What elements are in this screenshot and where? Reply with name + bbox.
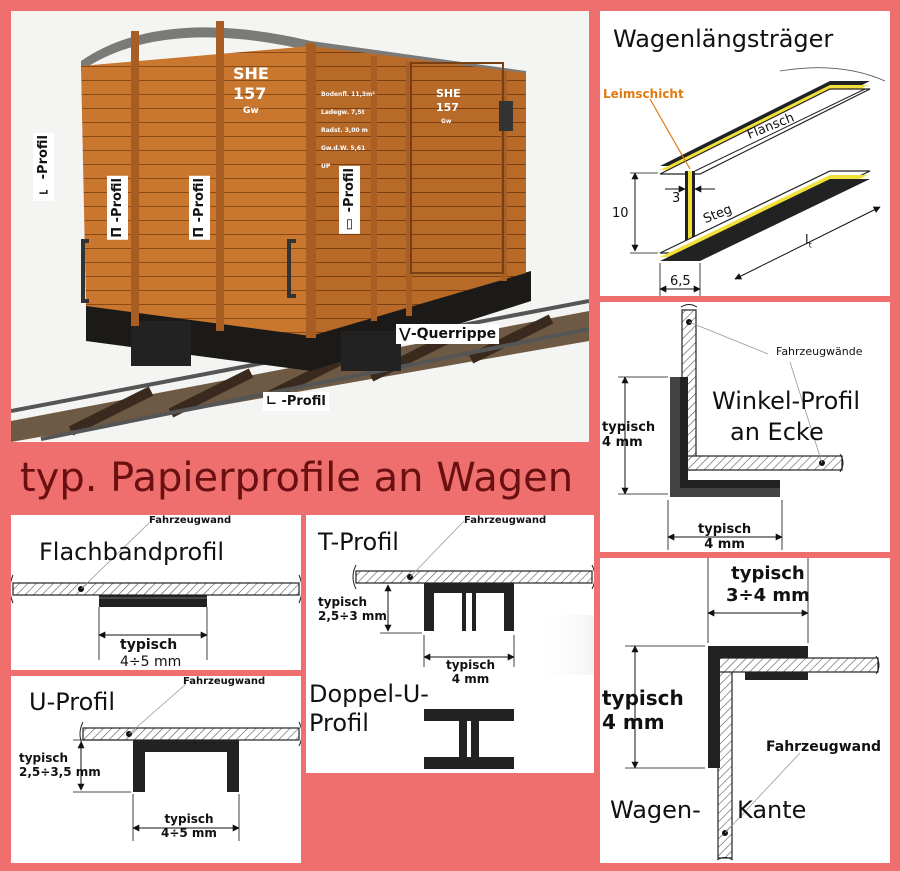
dim-lt-sub: t [808,240,812,250]
tprofil-fahrzeugwand: Fahrzeugwand [464,515,547,526]
flachband-title: Flachbandprofil [39,538,225,566]
laengstraeger-panel: Wagenlängsträger Leimschicht Flansch Ste… [600,11,890,296]
dim-10-label: 10 [612,206,629,221]
corner-profile-tag: ⌐ -Profil [33,133,54,201]
uprofil-title: U-Profil [29,688,116,716]
pi-profile-label-1: -Profil [110,178,125,223]
kante-panel: typisch 3÷4 mm typisch 4 mm Fahrzeugwand… [600,558,890,863]
tprofil-dim-h: typisch 4 mm [446,658,495,686]
kante-dim-v-1: typisch [602,686,684,710]
kante-drawing [625,558,880,861]
pi-profile-symbol-1: Π [110,226,125,238]
wagon-lettering-2: 157 [233,84,266,103]
uprofil-drawing [73,683,301,841]
tprofil-panel: Fahrzeugwand T-Profil typisch 2,5÷3 mm t… [306,515,594,773]
dim-lt-main: l [805,233,809,248]
pi-profile-tag-1: Π -Profil [107,176,128,240]
uprofil-dim-v: typisch 2,5÷3,5 mm [19,751,101,779]
querrippe-label: -Querrippe [410,326,497,342]
tprofil-dim-v-2: 2,5÷3 mm [318,609,387,623]
uprofil-dim-v-1: typisch [19,751,69,765]
tprofil-dim-h-2: 4 mm [451,672,490,686]
winkel-title-line2: an Ecke [730,418,824,446]
leimschicht-label: Leimschicht [603,87,684,101]
uprofil-panel: Fahrzeugwand U-Profil typisch 2,5÷3,5 mm… [11,676,301,863]
l-profile-tag: ∟ -Profil [263,392,329,411]
uprofil-dim-h: typisch 4÷5 mm [161,812,217,840]
flachband-dim-1: typisch [120,637,178,653]
door-lettering-3: Gw [441,118,452,125]
kante-dim-top: typisch 3÷4 mm [726,563,810,607]
flat-profile-symbol: ▯ [342,216,357,232]
kante-dim-top-1: typisch [731,563,805,584]
laengstraeger-title: Wagenlängsträger [613,25,834,53]
kante-dim-top-2: 3÷4 mm [726,585,810,606]
tprofil-dim-v: typisch 2,5÷3 mm [318,595,387,623]
corner-profile-symbol: ⌐ [36,183,51,199]
uprofil-fahrzeugwand: Fahrzeugwand [183,676,266,687]
wagon-lettering-1: SHE [233,64,269,83]
querrippe-tag: ⋁-Querrippe [396,324,500,344]
flat-profile-label: -Profil [342,168,357,213]
corner-profile-label: -Profil [36,135,51,180]
kante-title-b: Kante [737,796,807,824]
pi-profile-symbol-2: Π [192,226,207,238]
tprofil-title: T-Profil [318,528,399,556]
kante-fahrzeugwand-label: Fahrzeugwand [766,739,882,755]
flat-profile-tag: ▯ -Profil [339,166,360,234]
flachband-drawing [11,522,301,660]
dim-lt-label: lt [805,233,812,250]
querrippe-symbol: ⋁ [399,326,411,342]
l-profile-symbol: ∟ [266,394,277,409]
flachband-fahrzeugwand: Fahrzeugwand [149,515,232,526]
dim-65-label: 6,5 [670,274,691,289]
flachband-dim-2: 4÷5 mm [120,654,182,670]
kante-title-a: Wagen- [610,796,701,824]
tprofil-dim-v-1: typisch [318,595,368,609]
wagon-data-5: UP [321,163,331,170]
l-profile-label: -Profil [281,394,326,409]
winkel-dim-h-text: typisch 4 mm [698,522,752,552]
winkel-dim-v: typisch 4 mm [602,420,655,450]
winkel-dim-h: typisch 4 mm [698,522,751,552]
kante-dim-v: typisch 4 mm [602,686,684,734]
wagon-data-3: Radst. 3,00 m [321,127,368,134]
winkel-drawing [618,304,844,550]
ibeam-drawing [630,67,886,296]
door-lettering-2: 157 [436,101,459,114]
wagon-data-2: Ladegw. 7,5t [321,109,365,116]
winkel-title-line1: Winkel-Profil [712,387,861,415]
wagon-data-4: Gw.d.W. 5,61 [321,145,365,152]
door-lettering-1: SHE [436,87,461,100]
dim-3-label: 3 [672,191,681,206]
winkel-dim-v-text: typisch 4 mm [602,420,656,450]
doppelu-title-line1: Doppel-U- [309,680,429,708]
wagon-data-1: Bodenfl. 11,3m² [321,91,375,98]
uprofil-dim-v-2: 2,5÷3,5 mm [19,765,101,779]
uprofil-dim-h-1: typisch [164,812,214,826]
fahrzeugwaende-label: Fahrzeugwände [776,345,863,358]
uprofil-dim-h-2: 4÷5 mm [161,826,217,840]
flachband-panel: Fahrzeugwand Flachbandprofil typisch 4÷5… [11,515,301,670]
page-title: typ. Papierprofile an Wagen [20,455,574,501]
wagon-illustration: SHE 157 Gw Bodenfl. 11,3m² Ladegw. 7,5t … [11,21,589,442]
tprofil-drawing [352,520,594,769]
tprofil-dim-h-1: typisch [446,658,496,672]
wagon-lettering-3: Gw [243,106,259,116]
wagon-photo: SHE 157 Gw Bodenfl. 11,3m² Ladegw. 7,5t … [11,11,589,442]
pi-profile-label-2: -Profil [192,178,207,223]
pi-profile-tag-2: Π -Profil [189,176,210,240]
doppelu-title-line2: Profil [309,709,369,737]
winkel-panel: Fahrzeugwände Winkel-Profil an Ecke typi… [600,302,890,552]
kante-dim-v-2: 4 mm [602,710,665,734]
